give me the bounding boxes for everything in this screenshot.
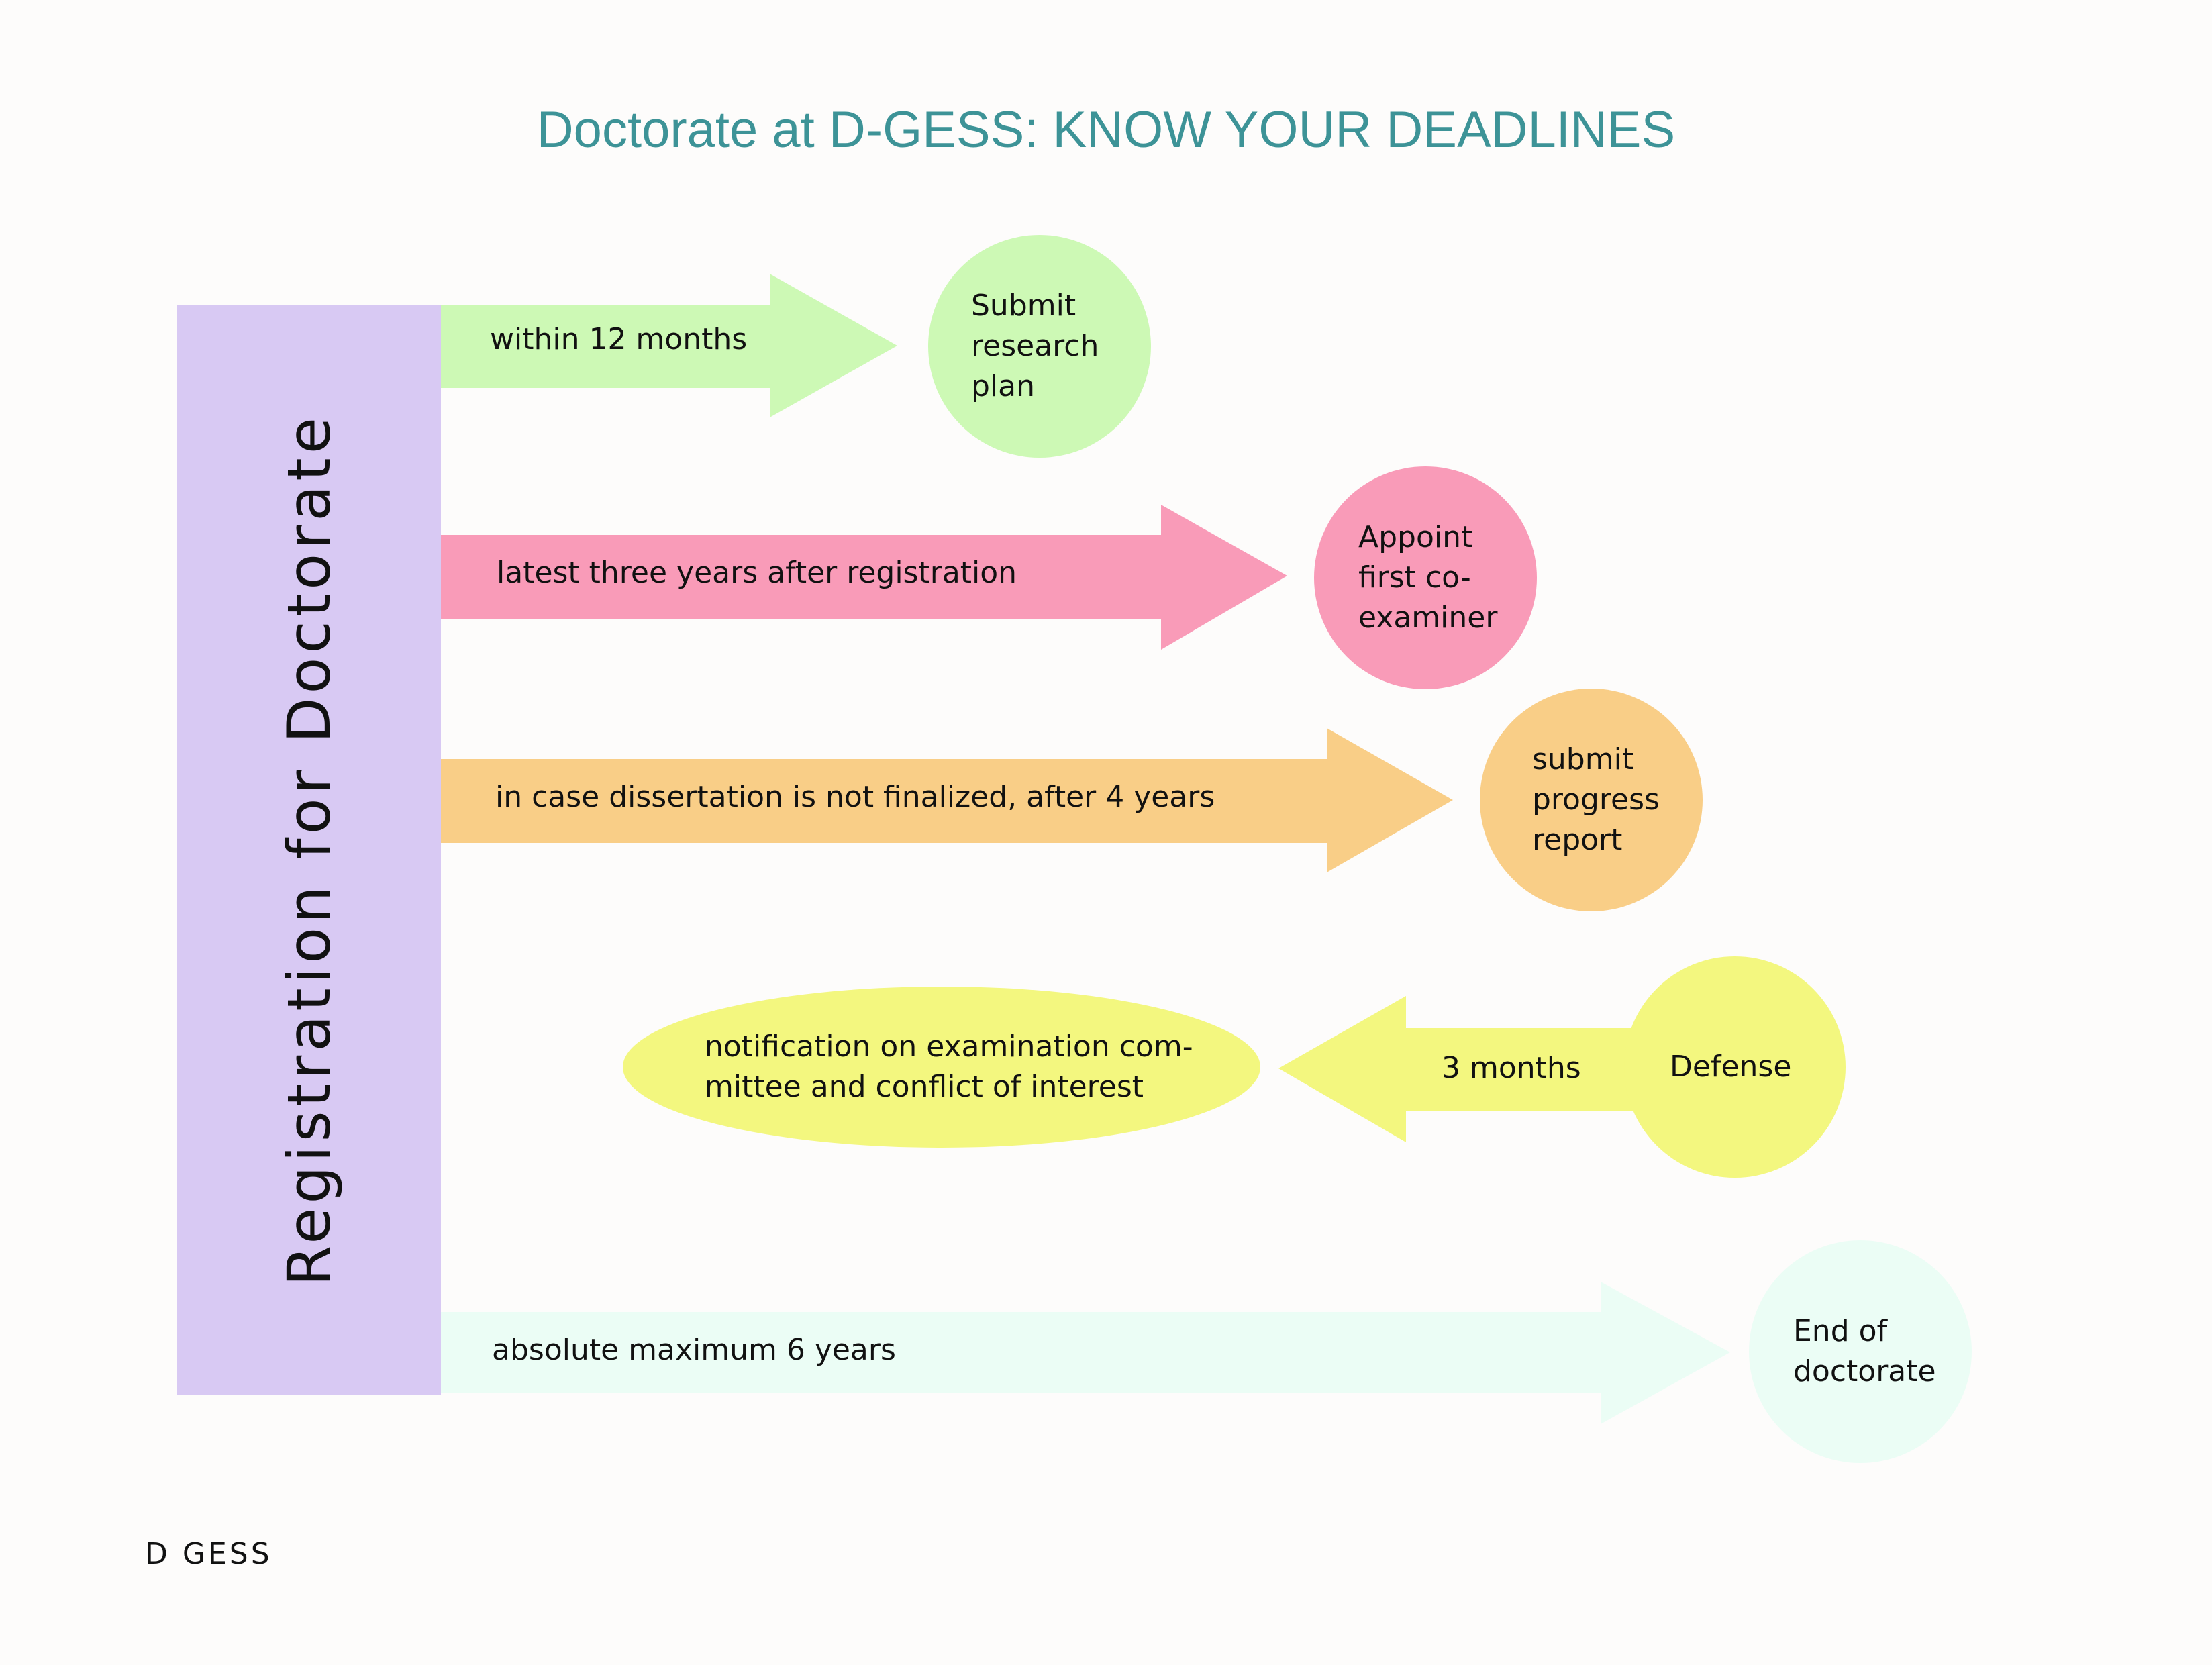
milestone-progress-report-text: submit progress report [1532,742,1660,857]
arrow-label-three-years: latest three years after registration [497,556,1017,590]
milestone-co-examiner-text: Appoint first co- examiner [1358,520,1498,635]
milestone-end-of-doctorate: End of doctorate [1749,1240,1972,1463]
arrow-three-years [441,505,1287,650]
arrow-label-six-years: absolute maximum 6 years [492,1333,896,1367]
milestone-progress-report: submit progress report [1480,689,1703,911]
arrow-four-years [441,728,1453,872]
milestone-end-of-doctorate-text: End of doctorate [1793,1314,1936,1389]
notification-ellipse: notification on examination com- mittee … [623,987,1260,1148]
milestone-defense: Defense [1624,956,1846,1178]
footer-logo-text: D GESS [145,1537,272,1571]
arrow-label-within-12-months: within 12 months [490,322,748,356]
arrow-six-years [441,1282,1730,1424]
milestone-research-plan-text: Submit research plan [971,289,1099,403]
arrow-three-months [1278,996,1638,1142]
arrow-label-three-months: 3 months [1442,1051,1581,1085]
arrow-within-12-months [441,274,897,417]
milestone-co-examiner: Appoint first co- examiner [1314,466,1537,689]
milestone-research-plan: Submit research plan [928,235,1151,458]
notification-text: notification on examination com- mittee … [705,1029,1193,1104]
milestone-defense-text: Defense [1670,1050,1792,1084]
arrow-label-four-years: in case dissertation is not finalized, a… [495,780,1215,814]
page-title: Doctorate at D-GESS: KNOW YOUR DEADLINES [536,101,1676,158]
registration-bar [177,305,441,1395]
